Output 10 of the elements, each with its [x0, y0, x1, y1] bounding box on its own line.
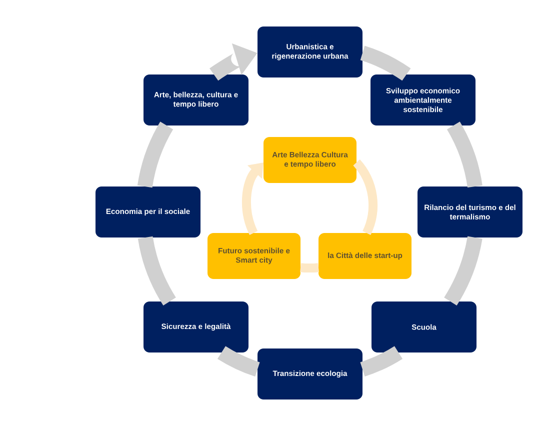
arc-connector [138, 236, 176, 306]
arc-connector [360, 46, 411, 81]
arc-connector [353, 160, 378, 235]
arc-connector [446, 122, 482, 188]
arc-connector [137, 122, 174, 188]
arc-connector [300, 263, 319, 273]
arc-connector [218, 346, 260, 377]
arc-connector [444, 236, 482, 306]
arc-arrow [242, 162, 264, 235]
arc-connector [360, 346, 402, 377]
